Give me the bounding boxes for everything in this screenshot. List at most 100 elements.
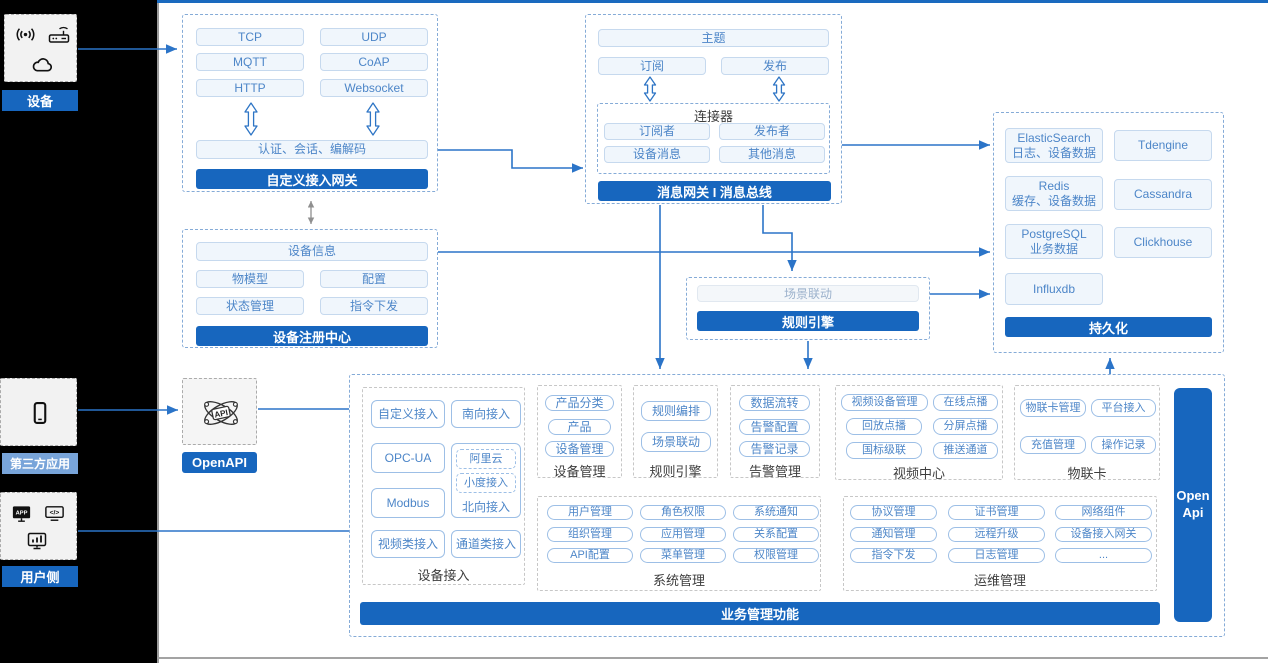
persistence-box <box>993 112 1224 353</box>
platform-access-btn: 平台接入 <box>1091 399 1156 417</box>
protocol-mgmt-btn: 协议管理 <box>850 505 937 520</box>
openapi-label: OpenAPI <box>182 452 257 473</box>
video-access-btn: 视频类接入 <box>371 530 445 558</box>
publish-chip: 发布 <box>721 57 829 75</box>
subscribe-chip: 订阅 <box>598 57 706 75</box>
product-btn: 产品 <box>548 419 611 435</box>
alarm-title: 告警管理 <box>748 464 801 479</box>
video-device-mgmt-btn: 视频设备管理 <box>841 394 928 411</box>
remote-upgrade-btn: 远程升级 <box>948 527 1045 542</box>
notice-mgmt-btn: 通知管理 <box>850 527 937 542</box>
top-accent-line <box>157 0 1268 3</box>
store-desc: 业务数据 <box>1029 241 1078 256</box>
device-access-gateway-btn: 设备接入网关 <box>1055 527 1152 542</box>
third-party-label: 第三方应用 <box>2 453 78 474</box>
scene-linkage-chip: 场景联动 <box>697 285 919 302</box>
log-mgmt-btn: 日志管理 <box>948 548 1045 563</box>
config-chip: 配置 <box>320 270 428 288</box>
device-mgmt-group <box>537 385 622 478</box>
alarm-config-btn: 告警配置 <box>739 419 810 435</box>
third-party-icon-group <box>0 378 77 446</box>
protocol-udp: UDP <box>320 28 428 46</box>
scene-linkage-btn: 场景联动 <box>641 432 711 452</box>
device-info-chip: 设备信息 <box>196 242 428 261</box>
org-mgmt-btn: 组织管理 <box>547 527 633 542</box>
protocol-mqtt: MQTT <box>196 53 304 71</box>
xiaodu-btn: 小度接入 <box>456 473 516 493</box>
code-window-icon: </> <box>45 506 64 521</box>
channel-access-btn: 通道类接入 <box>451 530 521 558</box>
persistence-title-bar: 持久化 <box>1005 317 1212 337</box>
registry-title-bar: 设备注册中心 <box>196 326 428 346</box>
menu-mgmt-btn: 菜单管理 <box>640 548 726 563</box>
rule-orchestration-btn: 规则编排 <box>641 401 711 421</box>
api-config-btn: API配置 <box>547 548 633 563</box>
playback-btn: 回放点播 <box>846 418 922 435</box>
phone-icon <box>33 402 47 424</box>
network-component-btn: 网络组件 <box>1055 505 1152 520</box>
store-cassandra: Cassandra <box>1114 179 1212 210</box>
device-label: 设备 <box>2 90 78 111</box>
auth-session-codec: 认证、会话、编解码 <box>196 140 428 159</box>
rule-engine-title: 规则引擎 <box>649 464 702 479</box>
gb-cascade-btn: 国标级联 <box>846 442 922 459</box>
device-message-chip: 设备消息 <box>604 146 710 163</box>
store-name: Redis <box>1038 178 1070 193</box>
business-box <box>349 374 1225 637</box>
app-mgmt-btn: 应用管理 <box>640 527 726 542</box>
registry-box <box>182 229 438 348</box>
custom-access-btn: 自定义接入 <box>371 400 445 428</box>
role-permission-btn: 角色权限 <box>640 505 726 520</box>
device-access-title: 设备接入 <box>417 568 470 583</box>
cert-mgmt-btn: 证书管理 <box>948 505 1045 520</box>
connector-title: 连接器 <box>693 109 733 124</box>
user-side-icon-group: APP </> <box>0 492 77 560</box>
aliyun-btn: 阿里云 <box>456 449 516 469</box>
video-center-group <box>835 385 1003 480</box>
open-api-vertical-bar: Open Api <box>1174 388 1212 622</box>
split-screen-btn: 分屏点播 <box>933 418 998 435</box>
status-mgmt-chip: 状态管理 <box>196 297 304 315</box>
openapi-atom-icon: API <box>204 401 238 425</box>
store-tdengine: Tdengine <box>1114 130 1212 161</box>
system-mgmt-title: 系统管理 <box>652 573 705 588</box>
store-influxdb: Influxdb <box>1005 273 1103 305</box>
online-play-btn: 在线点播 <box>933 394 998 411</box>
rule-engine-box <box>686 277 930 340</box>
message-bus-box <box>585 14 842 204</box>
protocol-websocket: Websocket <box>320 79 428 97</box>
subscriber-chip: 订阅者 <box>604 123 710 140</box>
relation-config-btn: 关系配置 <box>733 527 819 542</box>
alarm-record-btn: 告警记录 <box>739 441 810 457</box>
app-window-icon: APP <box>12 506 31 522</box>
user-side-label: 用户侧 <box>2 566 78 587</box>
openapi-icon-box: API <box>182 378 257 445</box>
alarm-group <box>730 385 820 478</box>
chart-monitor-icon <box>27 532 47 550</box>
opcua-btn: OPC-UA <box>371 443 445 473</box>
system-mgmt-group <box>537 496 821 591</box>
router-icon <box>48 26 70 43</box>
svg-text:</>: </> <box>50 509 60 516</box>
store-desc: 缓存、设备数据 <box>1011 193 1096 208</box>
ops-mgmt-group <box>843 496 1157 591</box>
south-access-btn: 南向接入 <box>451 400 521 428</box>
bottom-border-line <box>157 657 1268 659</box>
push-channel-btn: 推送通道 <box>933 442 998 459</box>
store-name: PostgreSQL <box>1021 226 1087 241</box>
store-desc: 日志、设备数据 <box>1011 145 1096 160</box>
data-flow-btn: 数据流转 <box>739 395 810 411</box>
product-category-btn: 产品分类 <box>545 395 614 411</box>
protocol-coap: CoAP <box>320 53 428 71</box>
protocol-tcp: TCP <box>196 28 304 46</box>
thing-model-chip: 物模型 <box>196 270 304 288</box>
system-notice-btn: 系统通知 <box>733 505 819 520</box>
device-mgmt-btn: 设备管理 <box>545 441 614 457</box>
rule-engine-title-bar: 规则引擎 <box>697 311 919 331</box>
connector-box <box>597 103 830 174</box>
store-postgresql: PostgreSQL 业务数据 <box>1005 224 1103 259</box>
video-center-title: 视频中心 <box>892 466 945 481</box>
rule-engine-group <box>633 385 718 478</box>
device-access-group <box>362 387 525 585</box>
